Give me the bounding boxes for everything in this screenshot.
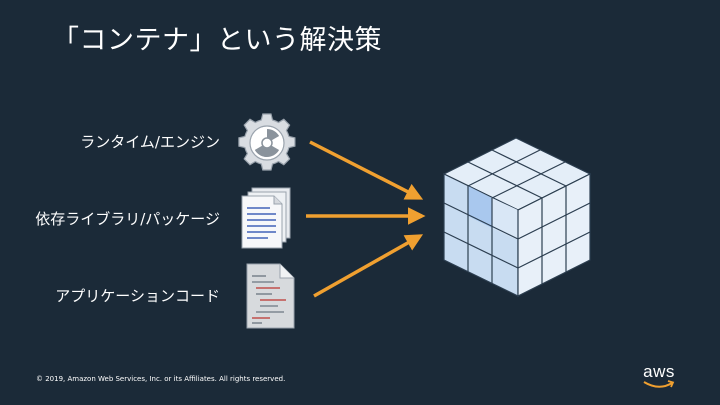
gear-icon xyxy=(238,113,296,171)
code-file-icon xyxy=(246,263,295,329)
arrow-code xyxy=(313,234,424,298)
arrow-runtime xyxy=(309,140,424,200)
label-runtime-engine: ランタイム/エンジン xyxy=(80,133,220,151)
documents-icon xyxy=(241,187,291,249)
container-cube-icon xyxy=(442,137,592,297)
slide-title: 「コンテナ」という解決策 xyxy=(52,25,382,56)
label-application-code: アプリケーションコード xyxy=(55,287,220,305)
copyright-notice: © 2019, Amazon Web Services, Inc. or its… xyxy=(36,375,286,383)
aws-smile-icon xyxy=(643,380,675,388)
aws-logo-text: aws xyxy=(643,362,675,381)
label-dependencies-packages: 依存ライブラリ/パッケージ xyxy=(35,210,220,228)
aws-logo: aws xyxy=(636,362,682,392)
